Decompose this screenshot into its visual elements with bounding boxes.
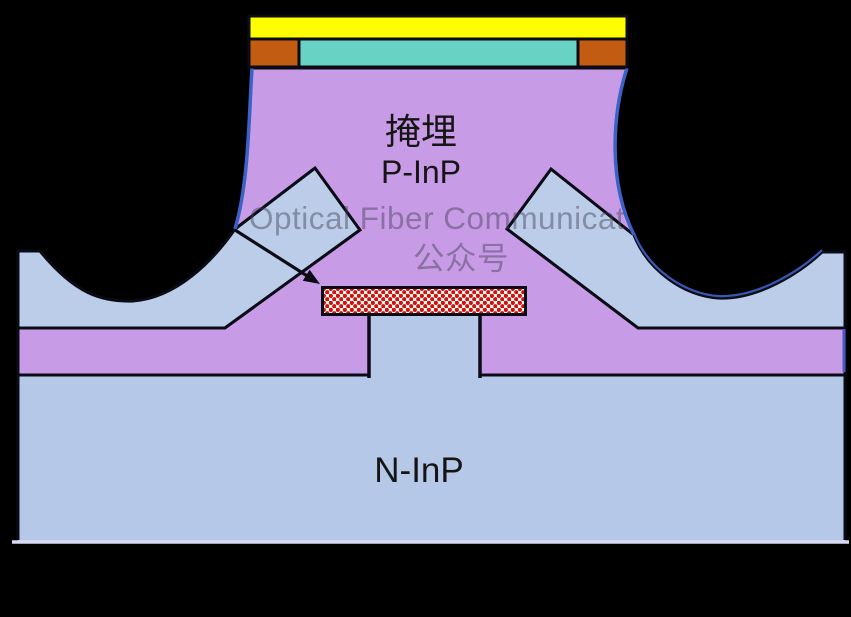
right-oxide-block	[576, 37, 629, 69]
metal-contact-layer	[247, 14, 629, 41]
n-inp-substrate	[18, 375, 845, 541]
active-region	[321, 286, 527, 316]
right-mesa-sidewall	[613, 67, 636, 236]
arrow-line	[234, 228, 308, 277]
arrow-head	[302, 269, 320, 284]
mesa-buried-label: 掩埋	[385, 111, 457, 152]
cap-layer	[297, 37, 580, 69]
pedestal-side-edges	[367, 314, 482, 378]
left-mesa-sidewall	[233, 67, 254, 230]
right-channel-blue-edge	[632, 232, 823, 298]
watermark-line1: Optical Fiber Communicat	[249, 200, 625, 236]
n-inp-pedestal	[369, 312, 480, 378]
left-oxide-block	[247, 37, 301, 69]
watermark-line2: 公众号	[413, 240, 509, 276]
mesa-p-inp-label: P-InP	[381, 154, 461, 190]
active-region-arrow-icon	[234, 228, 320, 284]
substrate-side-edges	[16, 375, 847, 540]
substrate-n-inp-label: N-InP	[374, 451, 463, 490]
